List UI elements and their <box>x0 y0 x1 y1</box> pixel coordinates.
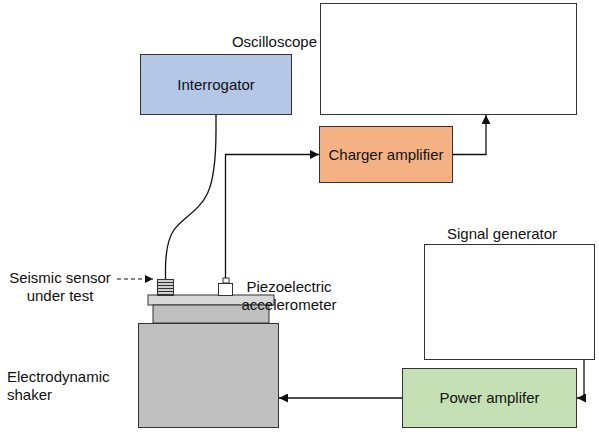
thread-outline <box>157 279 174 296</box>
accelerometer-symbol: Piezoelectric accelerometer <box>218 283 233 296</box>
signal-cable <box>453 115 486 155</box>
optical-fiber <box>166 115 217 279</box>
generator-box: Signal generator <box>424 244 595 360</box>
equipment-label: Electrodynamic shaker <box>7 368 133 404</box>
shaker-body: Electrodynamic shaker <box>138 323 279 428</box>
box-label: Interrogator <box>177 76 255 94</box>
leader-arrow <box>117 278 153 279</box>
box-label: Power amplifer <box>439 389 539 407</box>
signal-cable <box>279 397 402 398</box>
thread-body <box>158 280 174 296</box>
equipment-label: Signal generator <box>447 225 557 243</box>
equipment-label: Oscilloscope <box>232 33 317 51</box>
process-box: Power amplifer <box>402 368 577 428</box>
equipment-label: Piezoelectric accelerometer <box>236 278 342 314</box>
signal-cable <box>577 360 584 398</box>
signal-cable <box>226 155 320 279</box>
box-label: Charger amplifier <box>328 146 443 164</box>
oscilloscope-box: Oscilloscope <box>320 3 577 115</box>
process-box: Interrogator <box>140 54 292 115</box>
process-box: Charger amplifier <box>319 126 453 183</box>
equipment-label: Seismic sensor under test <box>7 269 113 305</box>
sensor-symbol: Seismic sensor under test <box>157 279 174 296</box>
